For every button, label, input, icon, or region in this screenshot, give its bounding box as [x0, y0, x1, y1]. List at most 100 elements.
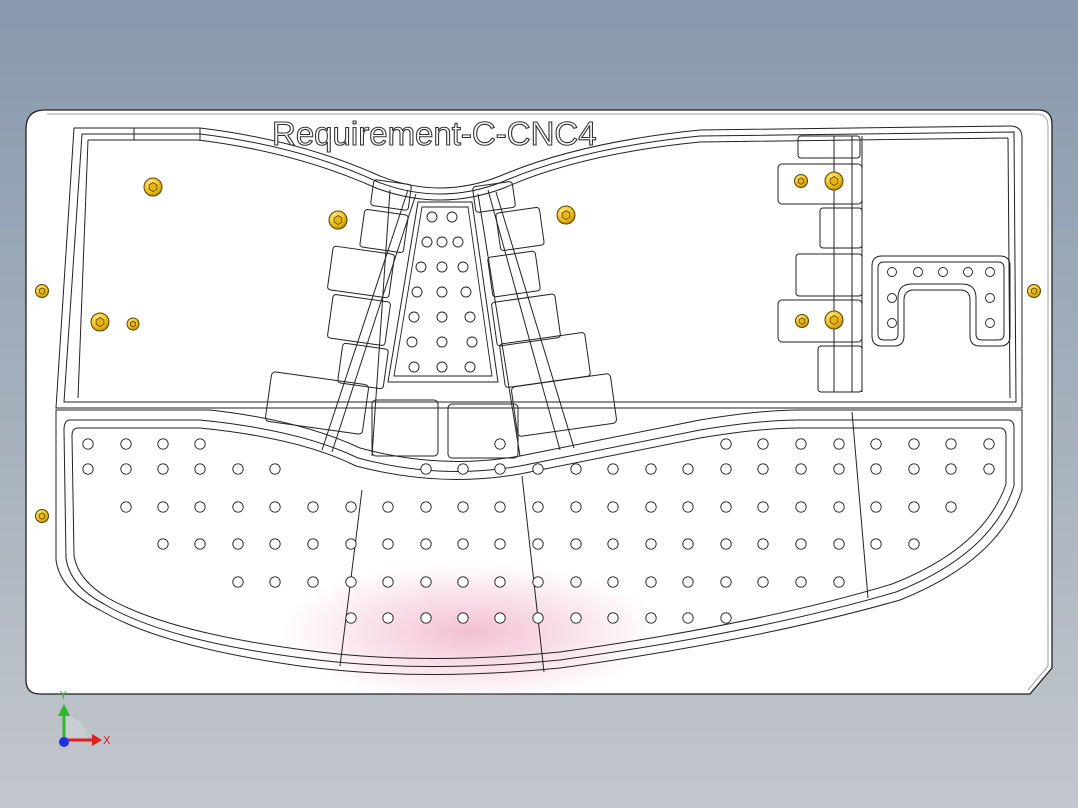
plate-bevel [47, 113, 1049, 691]
drill-hole [833, 501, 845, 513]
drill-hole [570, 576, 582, 588]
drill-hole [757, 538, 769, 550]
drill-hole [945, 438, 957, 450]
drill-hole [307, 501, 319, 513]
screw-head-icon [90, 312, 110, 332]
drill-hole [457, 501, 469, 513]
drill-hole [494, 501, 506, 513]
drill-hole [382, 612, 394, 624]
drill-hole [420, 538, 432, 550]
drill-hole [194, 438, 206, 450]
drill-hole [532, 576, 544, 588]
drill-hole [269, 538, 281, 550]
drill-hole [645, 501, 657, 513]
drill-hole [887, 293, 897, 303]
drill-hole [945, 463, 957, 475]
drill-hole [382, 576, 394, 588]
drill-hole [464, 361, 476, 373]
drill-hole [466, 336, 478, 348]
drill-hole [494, 438, 506, 450]
drill-hole [120, 501, 132, 513]
drill-hole [82, 463, 94, 475]
drill-hole [913, 267, 923, 277]
drill-hole [720, 612, 732, 624]
fasteners [35, 171, 1041, 523]
drill-hole [457, 538, 469, 550]
screw-head-icon [35, 284, 49, 298]
drill-hole [870, 438, 882, 450]
drill-hole [945, 501, 957, 513]
coordinate-triad-icon[interactable]: Y X [58, 689, 111, 747]
drill-hole [908, 538, 920, 550]
drill-hole [446, 211, 458, 223]
part-title: Requirement-C-CNC4 [272, 115, 597, 152]
screw-head-icon [143, 177, 163, 197]
drill-hole [720, 438, 732, 450]
drill-hole [720, 538, 732, 550]
drill-hole [795, 501, 807, 513]
drill-hole [985, 267, 995, 277]
drill-hole [120, 463, 132, 475]
drill-hole [682, 538, 694, 550]
drill-hole [983, 438, 995, 450]
drill-hole [436, 236, 448, 248]
drill-hole [870, 538, 882, 550]
drill-hole [157, 501, 169, 513]
drill-hole [157, 438, 169, 450]
drill-hole [120, 438, 132, 450]
drill-hole [436, 261, 448, 273]
drill-hole [420, 463, 432, 475]
drill-hole [464, 311, 476, 323]
drill-hole [607, 538, 619, 550]
drill-hole [985, 318, 995, 328]
drill-hole [887, 318, 897, 328]
drill-hole [645, 538, 657, 550]
drill-hole [269, 576, 281, 588]
drill-hole [436, 311, 448, 323]
drill-hole [532, 612, 544, 624]
drill-hole [420, 612, 432, 624]
drill-hole [682, 463, 694, 475]
drill-hole [194, 501, 206, 513]
drill-hole [420, 576, 432, 588]
drill-hole [157, 538, 169, 550]
drill-hole [345, 612, 357, 624]
drill-hole [408, 361, 420, 373]
drill-hole [420, 501, 432, 513]
screw-head-icon [824, 171, 844, 191]
drill-hole [833, 576, 845, 588]
drill-hole [607, 463, 619, 475]
drill-hole [682, 501, 694, 513]
drill-hole [757, 576, 769, 588]
drill-hole [452, 236, 464, 248]
drill-hole [436, 336, 448, 348]
key-pockets-right [447, 181, 617, 459]
drill-hole [494, 538, 506, 550]
drill-hole [82, 438, 94, 450]
drill-hole [307, 576, 319, 588]
drill-hole [406, 336, 418, 348]
drill-hole [645, 612, 657, 624]
drill-hole [757, 501, 769, 513]
drill-hole [720, 463, 732, 475]
drill-hole [436, 361, 448, 373]
axis-x-label: X [103, 734, 111, 747]
drill-hole [833, 463, 845, 475]
drill-hole [269, 463, 281, 475]
drill-hole [494, 576, 506, 588]
drill-hole [870, 463, 882, 475]
screw-head-icon [328, 210, 348, 230]
drill-hole [938, 267, 948, 277]
drill-hole [232, 463, 244, 475]
drill-hole [232, 576, 244, 588]
drill-hole [457, 612, 469, 624]
drill-hole [908, 438, 920, 450]
drill-hole [421, 236, 433, 248]
screw-head-icon [126, 317, 140, 331]
drill-hole [908, 463, 920, 475]
drill-hole [382, 501, 394, 513]
key-pockets-left [265, 179, 439, 457]
screw-head-icon [824, 310, 844, 330]
